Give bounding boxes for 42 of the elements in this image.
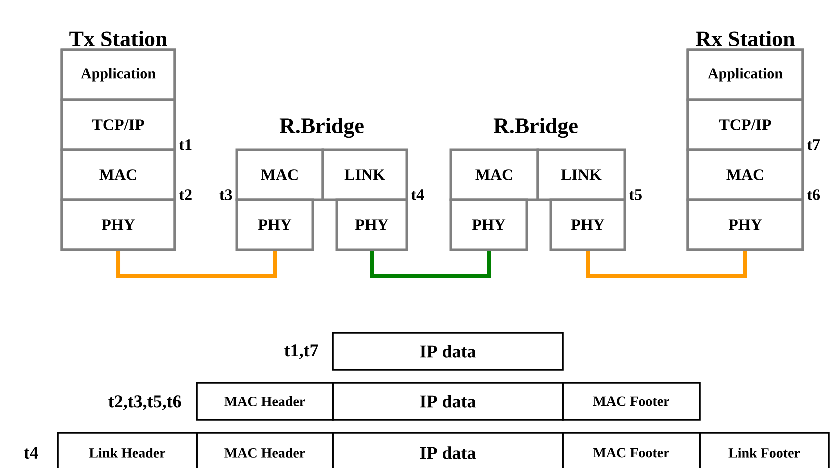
timestamp-label: t4	[411, 190, 424, 200]
packet-field: Link Footer	[699, 432, 830, 468]
packet-field: MAC Header	[196, 382, 334, 421]
layer-box: PHY	[236, 198, 314, 252]
layer-box: MAC	[236, 148, 324, 202]
layer-box: MAC	[60, 148, 176, 202]
packet-field: Link Header	[57, 432, 198, 468]
connection-line	[586, 251, 748, 278]
layer-box: MAC	[686, 148, 804, 202]
timestamp-label: t3	[220, 190, 232, 200]
layer-box: TCP/IP	[60, 98, 176, 152]
bridge-heading: R.Bridge	[280, 118, 364, 138]
row-label: t2,t3,t5,t6	[108, 396, 182, 410]
row-label: t1,t7	[284, 344, 318, 360]
packet-field: MAC Header	[196, 432, 334, 468]
packet-field: MAC Footer	[562, 382, 701, 421]
layer-box: Application	[60, 48, 176, 102]
timestamp-label: t7	[807, 140, 820, 150]
connection-line	[370, 251, 491, 278]
layer-box: PHY	[450, 198, 528, 252]
row-label: t4	[24, 446, 38, 459]
layer-box: TCP/IP	[686, 98, 804, 152]
layer-box: PHY	[550, 198, 626, 252]
bridge-heading: R.Bridge	[494, 118, 578, 138]
layer-box: PHY	[336, 198, 408, 252]
connection-line	[116, 251, 277, 278]
layer-box: PHY	[60, 198, 176, 252]
layer-box: PHY	[686, 198, 804, 252]
timestamp-label: t2	[179, 190, 192, 200]
packet-field: IP data	[332, 332, 564, 371]
layer-box: LINK	[536, 148, 626, 202]
node-label: Tx Station	[70, 31, 168, 47]
packet-field: IP data	[332, 382, 564, 421]
node-label: Rx Station	[696, 31, 795, 47]
packet-field: MAC Footer	[562, 432, 701, 468]
timestamp-label: t1	[179, 140, 192, 150]
timestamp-label: t6	[807, 190, 820, 200]
layer-box: LINK	[322, 148, 408, 202]
layer-box: Application	[686, 48, 804, 102]
packet-field: IP data	[332, 432, 564, 468]
timestamp-label: t5	[629, 190, 642, 200]
layer-box: MAC	[450, 148, 540, 202]
